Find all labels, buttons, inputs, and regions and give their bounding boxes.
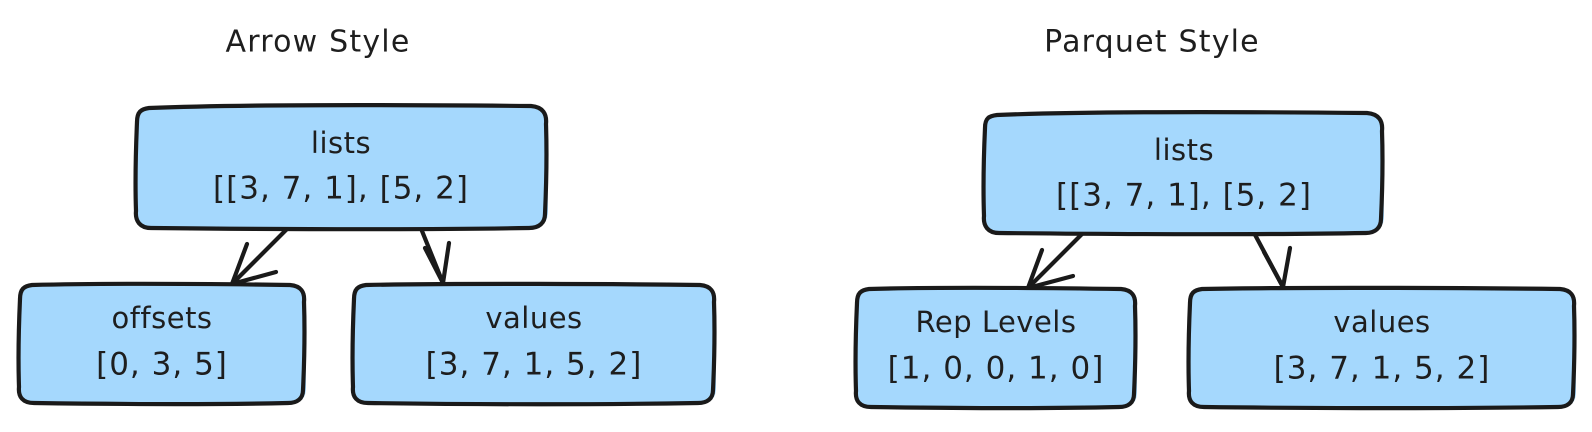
panel-title-arrow-style: Arrow Style — [226, 25, 411, 60]
node-arrow-values-label: values — [485, 301, 582, 335]
node-arrow-lists-label: lists — [311, 126, 371, 160]
node-arrow-values-value: [3, 7, 1, 5, 2] — [426, 347, 643, 383]
connector-lists-to-values — [417, 223, 452, 286]
node-arrow-lists-value: [[3, 7, 1], [5, 2] — [213, 171, 469, 207]
node-arrow-lists[interactable]: lists [[3, 7, 1], [5, 2] — [133, 103, 549, 232]
node-parquet-rep-levels[interactable]: Rep Levels [1, 0, 0, 1, 0] — [853, 285, 1138, 411]
node-arrow-offsets-value: [0, 3, 5] — [96, 347, 228, 383]
panel-arrow-style: Arrow Style lists [[3, 7, 1], [5, 2] — [16, 25, 717, 407]
node-parquet-lists-value: [[3, 7, 1], [5, 2] — [1056, 178, 1312, 214]
node-parquet-rep-levels-label: Rep Levels — [916, 305, 1077, 339]
node-parquet-rep-levels-value: [1, 0, 0, 1, 0] — [888, 351, 1105, 387]
connector-lists-to-rep-levels — [1025, 228, 1088, 291]
node-parquet-values[interactable]: values [3, 7, 1, 5, 2] — [1186, 285, 1577, 411]
node-parquet-values-label: values — [1333, 305, 1430, 339]
node-arrow-offsets-label: offsets — [111, 301, 212, 335]
node-parquet-lists[interactable]: lists [[3, 7, 1], [5, 2] — [981, 110, 1385, 237]
panel-parquet-style: Parquet Style lists [[3, 7, 1], [5, 2] — [853, 25, 1577, 411]
node-arrow-values[interactable]: values [3, 7, 1, 5, 2] — [350, 281, 717, 407]
connector-parquet-lists-to-values — [1250, 228, 1293, 290]
connector-lists-to-offsets — [229, 223, 293, 287]
node-arrow-offsets[interactable]: offsets [0, 3, 5] — [16, 281, 307, 407]
node-parquet-lists-label: lists — [1154, 133, 1214, 167]
panel-title-parquet-style: Parquet Style — [1044, 25, 1260, 60]
node-parquet-values-value: [3, 7, 1, 5, 2] — [1274, 351, 1491, 387]
